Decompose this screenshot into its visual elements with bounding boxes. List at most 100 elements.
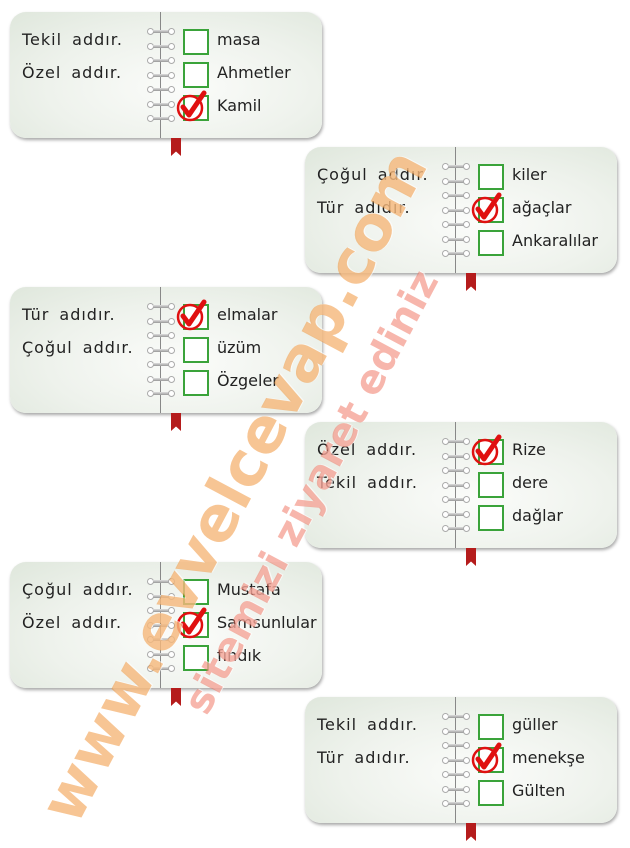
answer-checkbox[interactable] bbox=[183, 579, 209, 605]
statement-label: Özel addır. bbox=[22, 63, 123, 82]
spiral-ring bbox=[147, 42, 175, 50]
answer-option: masa bbox=[217, 30, 261, 49]
checkmark-icon bbox=[176, 607, 207, 639]
bookmark-ribbon bbox=[466, 273, 476, 291]
statement-label: Özel addır. bbox=[317, 440, 418, 459]
spiral-ring bbox=[442, 250, 470, 257]
answer-checkbox[interactable] bbox=[183, 29, 209, 55]
answer-checkbox[interactable] bbox=[478, 780, 504, 806]
notebook-card: Özel addır. Tekil addır. Rize dere dağlar bbox=[305, 422, 617, 566]
spiral-ring bbox=[147, 317, 175, 325]
spiral-ring bbox=[442, 510, 470, 518]
checkmark-icon bbox=[471, 742, 502, 774]
statement-label: Çoğul addır. bbox=[317, 165, 429, 184]
spiral-ring bbox=[147, 607, 175, 614]
answer-checkbox[interactable] bbox=[478, 230, 504, 256]
spiral-ring bbox=[442, 800, 470, 807]
spiral-ring bbox=[147, 28, 175, 35]
answer-checkbox[interactable] bbox=[183, 370, 209, 396]
answer-checkbox[interactable] bbox=[183, 62, 209, 88]
answer-checkbox[interactable] bbox=[478, 714, 504, 740]
spiral-ring bbox=[147, 303, 175, 310]
checkmark-icon bbox=[176, 90, 207, 122]
spiral-ring bbox=[442, 785, 470, 793]
answer-option: Ankaralılar bbox=[512, 231, 598, 250]
statement-label: Tür adıdır. bbox=[317, 748, 411, 767]
answer-option: Samsunlular bbox=[217, 613, 317, 632]
spiral-ring bbox=[442, 452, 470, 460]
spiral-ring bbox=[147, 86, 175, 93]
spiral-ring bbox=[442, 496, 470, 503]
answer-checkbox[interactable] bbox=[478, 164, 504, 190]
checkmark-icon bbox=[471, 192, 502, 224]
spiral-ring bbox=[147, 592, 175, 600]
answer-option: güller bbox=[512, 715, 558, 734]
answer-option: Özgeler bbox=[217, 371, 279, 390]
spiral-ring bbox=[147, 578, 175, 585]
spiral-ring bbox=[147, 665, 175, 672]
spiral-ring bbox=[147, 375, 175, 383]
spiral-ring bbox=[442, 727, 470, 735]
answer-option: Ahmetler bbox=[217, 63, 291, 82]
spiral-ring bbox=[147, 361, 175, 368]
answer-checkbox[interactable] bbox=[183, 645, 209, 671]
answer-option: dağlar bbox=[512, 506, 563, 525]
answer-option: fındık bbox=[217, 646, 262, 665]
bookmark-ribbon bbox=[171, 138, 181, 156]
spiral-ring bbox=[442, 192, 470, 199]
answer-option: üzüm bbox=[217, 338, 262, 357]
spiral-ring bbox=[442, 235, 470, 243]
spiral-ring bbox=[442, 163, 470, 170]
bookmark-ribbon bbox=[171, 688, 181, 706]
spiral-ring bbox=[147, 621, 175, 629]
statement-label: Çoğul addır. bbox=[22, 580, 134, 599]
spiral-ring bbox=[147, 636, 175, 643]
statement-label: Tür adıdır. bbox=[317, 198, 411, 217]
spiral-ring bbox=[147, 332, 175, 339]
statement-label: Tekil addır. bbox=[317, 715, 418, 734]
statement-label: Tekil addır. bbox=[22, 30, 123, 49]
answer-option: ağaçlar bbox=[512, 198, 572, 217]
spiral-ring bbox=[442, 756, 470, 764]
spiral-ring bbox=[442, 713, 470, 720]
answer-option: Rize bbox=[512, 440, 546, 459]
spiral-ring bbox=[442, 742, 470, 749]
spiral-ring bbox=[442, 438, 470, 445]
answer-option: Gülten bbox=[512, 781, 566, 800]
answer-option: elmalar bbox=[217, 305, 278, 324]
spiral-ring bbox=[147, 346, 175, 354]
checkmark-icon bbox=[471, 434, 502, 466]
spiral-ring bbox=[442, 221, 470, 228]
bookmark-ribbon bbox=[466, 823, 476, 841]
answer-checkbox[interactable] bbox=[478, 505, 504, 531]
answer-checkbox[interactable] bbox=[478, 472, 504, 498]
spiral-ring bbox=[147, 57, 175, 64]
answer-option: kiler bbox=[512, 165, 547, 184]
bookmark-ribbon bbox=[171, 413, 181, 431]
spiral-ring bbox=[442, 206, 470, 214]
spiral-ring bbox=[147, 390, 175, 397]
statement-label: Özel addır. bbox=[22, 613, 123, 632]
checkmark-icon bbox=[176, 299, 207, 331]
spiral-ring bbox=[442, 481, 470, 489]
answer-option: menekşe bbox=[512, 748, 585, 767]
spiral-ring bbox=[442, 467, 470, 474]
statement-label: Tekil addır. bbox=[317, 473, 418, 492]
spiral-ring bbox=[442, 525, 470, 532]
spiral-ring bbox=[147, 71, 175, 79]
statement-label: Tür adıdır. bbox=[22, 305, 116, 324]
spiral-ring bbox=[147, 100, 175, 108]
spiral-ring bbox=[147, 650, 175, 658]
answer-checkbox[interactable] bbox=[183, 337, 209, 363]
spiral-ring bbox=[442, 771, 470, 778]
bookmark-ribbon bbox=[466, 548, 476, 566]
spiral-ring bbox=[147, 115, 175, 122]
answer-option: Mustafa bbox=[217, 580, 281, 599]
answer-option: dere bbox=[512, 473, 549, 492]
spiral-ring bbox=[442, 177, 470, 185]
